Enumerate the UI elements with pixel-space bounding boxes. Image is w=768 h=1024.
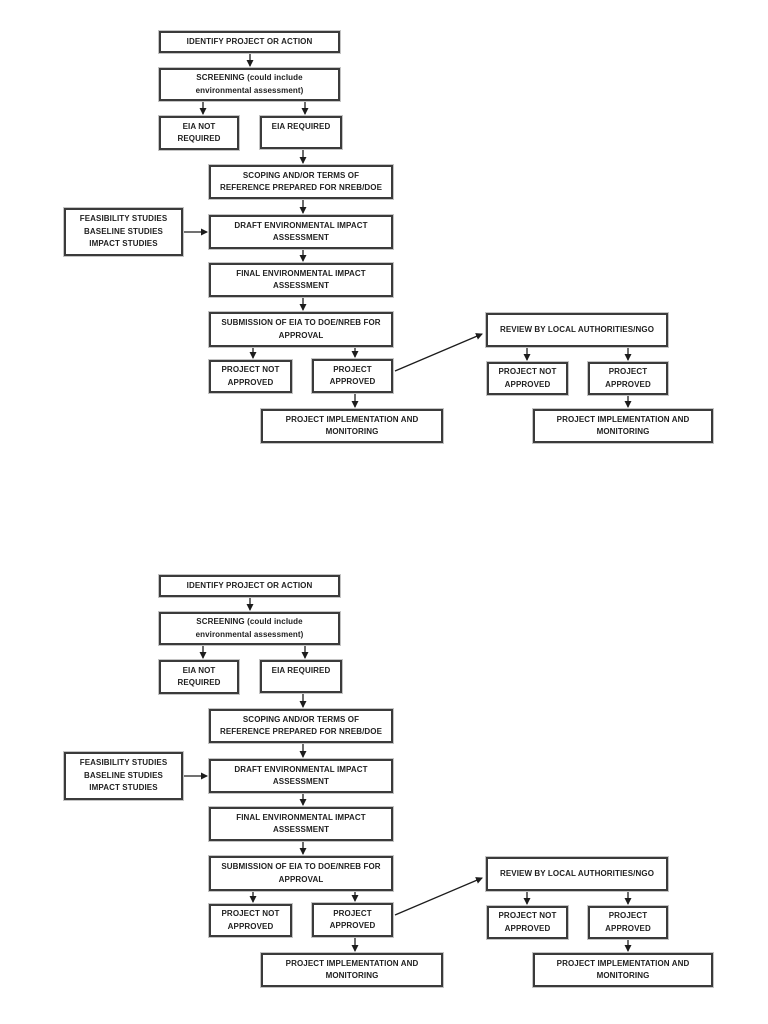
flow-box-implementation-left: PROJECT IMPLEMENTATION AND MONITORING bbox=[261, 953, 443, 987]
flow-box-review: REVIEW BY LOCAL AUTHORITIES/NGO bbox=[486, 313, 668, 347]
arrow-project-approved-to-review bbox=[394, 877, 483, 916]
flow-box-project-approved-left: PROJECT APPROVED bbox=[312, 359, 393, 393]
flow-box-project-not-approved-right: PROJECT NOT APPROVED bbox=[487, 362, 568, 395]
flow-box-eia-required: EIA REQUIRED bbox=[260, 660, 342, 693]
flow-box-eia-required: EIA REQUIRED bbox=[260, 116, 342, 149]
flow-box-submission: SUBMISSION OF EIA TO DOE/NREB FOR APPROV… bbox=[209, 856, 393, 891]
flow-box-final-eia: FINAL ENVIRONMENTAL IMPACT ASSESSMENT bbox=[209, 263, 393, 297]
flow-box-implementation-right: PROJECT IMPLEMENTATION AND MONITORING bbox=[533, 409, 713, 443]
flow-box-feasibility-studies: FEASIBILITY STUDIES BASELINE STUDIES IMP… bbox=[64, 208, 183, 256]
flow-box-project-not-approved-left: PROJECT NOT APPROVED bbox=[209, 360, 292, 393]
flow-box-feasibility-studies: FEASIBILITY STUDIES BASELINE STUDIES IMP… bbox=[64, 752, 183, 800]
flow-box-eia-not-required: EIA NOT REQUIRED bbox=[159, 116, 239, 150]
flow-box-draft-eia: DRAFT ENVIRONMENTAL IMPACT ASSESSMENT bbox=[209, 215, 393, 249]
flow-box-screening: SCREENING (could include environmental a… bbox=[159, 612, 340, 645]
flow-box-eia-not-required: EIA NOT REQUIRED bbox=[159, 660, 239, 694]
flow-box-draft-eia: DRAFT ENVIRONMENTAL IMPACT ASSESSMENT bbox=[209, 759, 393, 793]
flow-box-submission: SUBMISSION OF EIA TO DOE/NREB FOR APPROV… bbox=[209, 312, 393, 347]
flow-box-implementation-left: PROJECT IMPLEMENTATION AND MONITORING bbox=[261, 409, 443, 443]
flow-box-review: REVIEW BY LOCAL AUTHORITIES/NGO bbox=[486, 857, 668, 891]
flow-box-identify: IDENTIFY PROJECT OR ACTION bbox=[159, 575, 340, 597]
flowchart-bottom: IDENTIFY PROJECT OR ACTION SCREENING (co… bbox=[0, 575, 768, 989]
flow-box-identify: IDENTIFY PROJECT OR ACTION bbox=[159, 31, 340, 53]
flow-box-project-approved-left: PROJECT APPROVED bbox=[312, 903, 393, 937]
flow-box-project-approved-right: PROJECT APPROVED bbox=[588, 906, 668, 939]
arrow-project-approved-to-review bbox=[394, 333, 483, 372]
flow-box-screening: SCREENING (could include environmental a… bbox=[159, 68, 340, 101]
flow-box-project-approved-right: PROJECT APPROVED bbox=[588, 362, 668, 395]
flow-box-project-not-approved-right: PROJECT NOT APPROVED bbox=[487, 906, 568, 939]
flow-box-final-eia: FINAL ENVIRONMENTAL IMPACT ASSESSMENT bbox=[209, 807, 393, 841]
flow-box-project-not-approved-left: PROJECT NOT APPROVED bbox=[209, 904, 292, 937]
flow-box-scoping: SCOPING AND/OR TERMS OF REFERENCE PREPAR… bbox=[209, 165, 393, 199]
flowchart-top: IDENTIFY PROJECT OR ACTION SCREENING (co… bbox=[0, 31, 768, 445]
flow-box-implementation-right: PROJECT IMPLEMENTATION AND MONITORING bbox=[533, 953, 713, 987]
flow-box-scoping: SCOPING AND/OR TERMS OF REFERENCE PREPAR… bbox=[209, 709, 393, 743]
